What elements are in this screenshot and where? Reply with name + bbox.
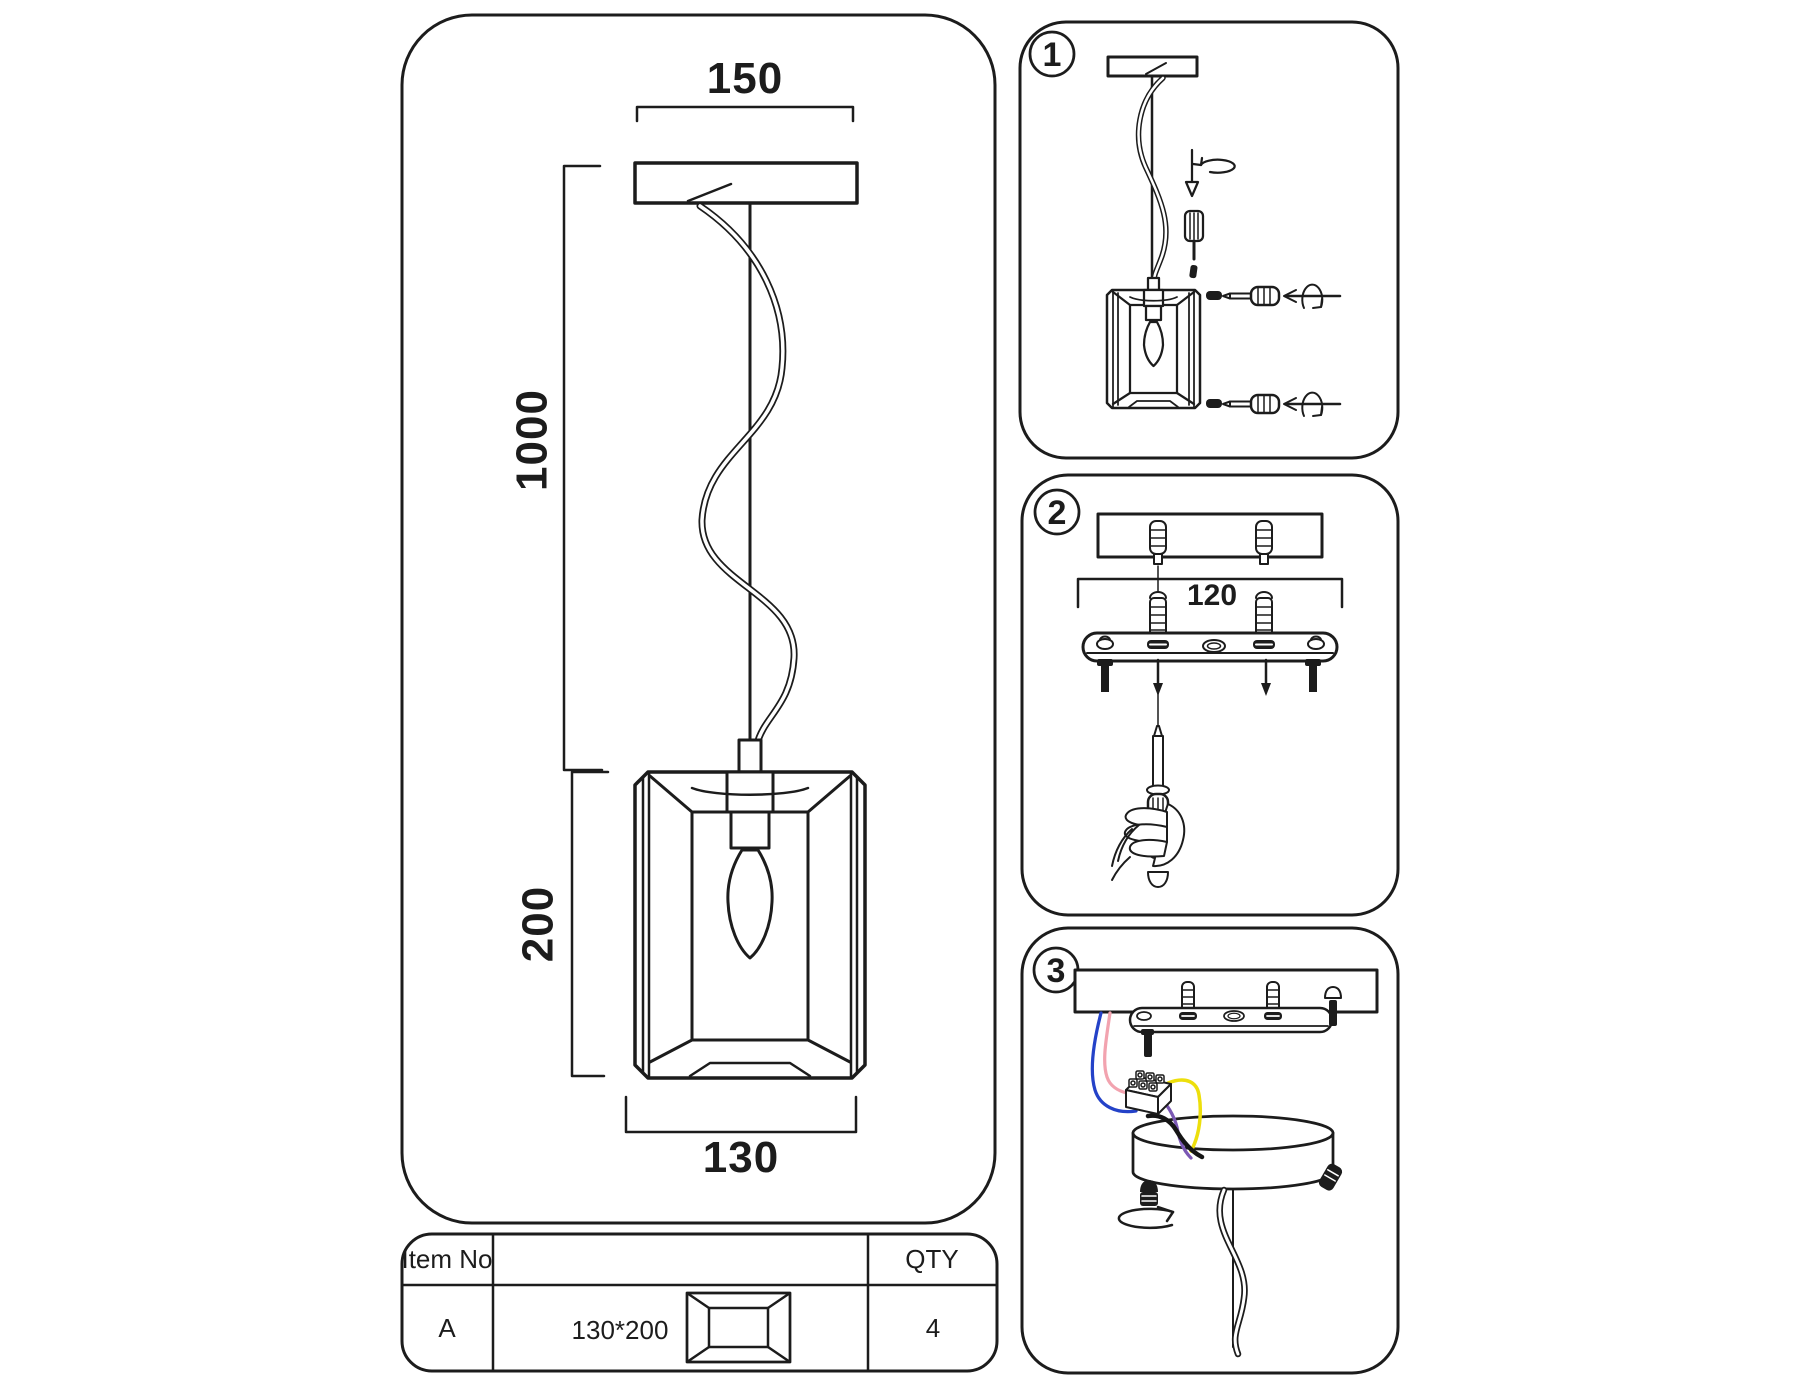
dimension-shade-width	[624, 1095, 858, 1134]
shade-bottom-facet	[688, 1061, 812, 1078]
canopy-knob-right	[1318, 1163, 1343, 1191]
shade-height-label: 200	[514, 886, 563, 962]
crystal-shade	[633, 770, 867, 1080]
dimension-cable-length	[562, 164, 604, 772]
plate-center-hole	[1202, 639, 1226, 653]
spec-table	[400, 1232, 999, 1373]
plate-screw-left	[1097, 659, 1113, 692]
wire-black	[1145, 1113, 1205, 1160]
pendant-cable	[696, 202, 798, 748]
wall-plug-left	[1149, 520, 1167, 565]
wire-blue	[1090, 1011, 1138, 1114]
step1-shade	[1105, 288, 1202, 410]
table-header-qty: QTY	[905, 1244, 958, 1274]
terminal-block	[1125, 1070, 1172, 1115]
screwdriver-icon-bottom	[1222, 391, 1342, 417]
handle-pommel	[1147, 871, 1169, 888]
rotate-down-icon	[1184, 148, 1236, 198]
set-screw-top	[1206, 291, 1222, 300]
shade-top-view-icon	[685, 1291, 792, 1364]
cable-length-label: 1000	[508, 389, 557, 491]
step2-panel	[1020, 473, 1400, 917]
mounted-plate	[1128, 1006, 1334, 1034]
wall-section	[1096, 512, 1324, 559]
canopy-width-label: 150	[707, 54, 783, 103]
cable-over-canopy	[686, 182, 733, 203]
lamp-socket-upper	[725, 770, 775, 814]
step3-panel	[1020, 926, 1400, 1375]
step2-number-badge	[1033, 488, 1081, 536]
step3-cable	[1216, 1186, 1248, 1358]
dimension-mount-spacing	[1076, 577, 1344, 609]
candle-bulb	[726, 848, 774, 960]
step1-cable	[1135, 75, 1169, 284]
overview-panel-border	[400, 13, 997, 1225]
plate-screw-right	[1305, 659, 1321, 692]
table-cell-item: A	[438, 1313, 456, 1343]
canopy-knob-left	[1140, 1180, 1158, 1206]
mounting-plate	[1081, 631, 1339, 663]
lamp-socket-lower	[729, 810, 771, 850]
step1-canopy	[1106, 55, 1199, 78]
cord-grip	[737, 738, 763, 774]
plate-fix-screw-right	[1324, 986, 1342, 1026]
table-header-item-no: Item No	[401, 1244, 492, 1274]
step2-number: 2	[1048, 494, 1067, 532]
screwdriver-icon-top	[1222, 283, 1342, 309]
screwdriver-hand	[1111, 725, 1186, 888]
dimension-shade-height	[570, 770, 610, 1078]
mount-spacing-label: 120	[1187, 579, 1237, 612]
insert-arrow-left	[1153, 658, 1163, 696]
table-cell-qty: 4	[926, 1313, 940, 1343]
grip-screw-icon	[1183, 209, 1205, 279]
spec-table-border	[400, 1232, 999, 1373]
insert-arrow-right	[1261, 658, 1271, 696]
wire-pink	[1103, 1011, 1129, 1095]
step1-border	[1018, 20, 1400, 460]
ceiling-canopy-cup	[1131, 1114, 1335, 1191]
overview-panel	[400, 13, 997, 1225]
spec-table-grid	[402, 1234, 997, 1371]
shade-bevels	[648, 774, 852, 1064]
supply-wires	[1090, 1011, 1205, 1160]
pendant-canopy	[633, 161, 859, 205]
wire-yellow	[1166, 1078, 1203, 1153]
dimension-canopy-width	[635, 105, 855, 123]
shade-width-label: 130	[703, 1133, 779, 1182]
step2-border	[1020, 473, 1400, 917]
wall-plug-right	[1255, 520, 1273, 565]
step3-number: 3	[1047, 952, 1066, 990]
plate-keyhole-right	[1307, 638, 1325, 650]
step1-bulb	[1142, 320, 1165, 368]
step3-border	[1020, 926, 1400, 1375]
step1-panel	[1018, 20, 1400, 460]
plate-keyhole-left	[1096, 638, 1114, 650]
table-cell-size: 130*200	[572, 1315, 669, 1345]
step1-number-badge	[1028, 30, 1076, 78]
step1-number: 1	[1043, 36, 1062, 74]
set-screw-bottom	[1206, 399, 1222, 408]
rotate-knob-icon	[1117, 1205, 1175, 1230]
shade-top-scoop	[690, 786, 810, 796]
plate-fix-screw-left	[1141, 1029, 1154, 1057]
